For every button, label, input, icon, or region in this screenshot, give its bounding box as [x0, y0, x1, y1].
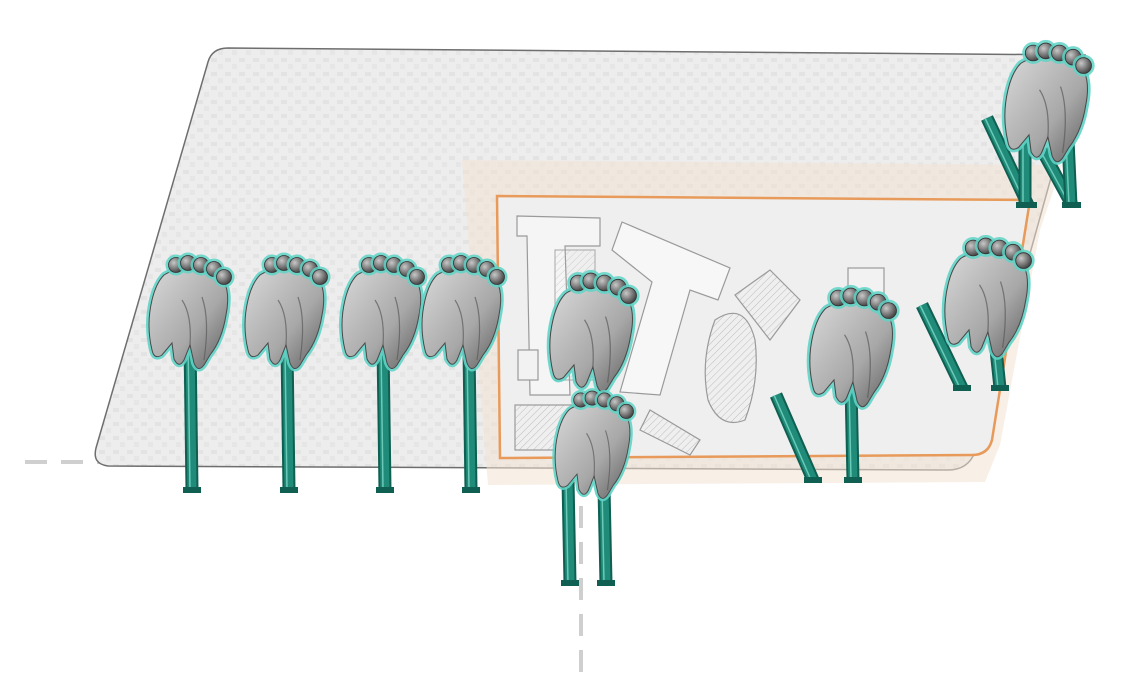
hatched-garden	[705, 313, 756, 422]
west-annex	[518, 350, 538, 380]
stake-icon	[597, 488, 615, 586]
stake-icon	[561, 480, 579, 586]
